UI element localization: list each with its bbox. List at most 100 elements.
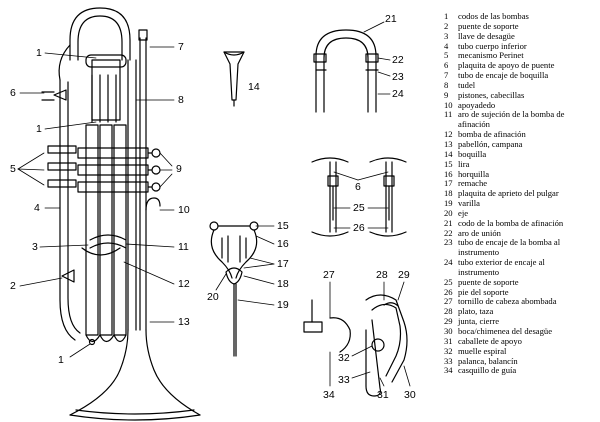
legend-item: 28 plato, taza xyxy=(444,306,600,317)
callout-15: 15 xyxy=(277,220,289,232)
legend-text: codo de la bomba de afinación xyxy=(458,217,564,228)
callout-8: 8 xyxy=(178,94,184,106)
legend-number: 27 xyxy=(444,296,453,307)
callout-1-top: 1 xyxy=(36,47,42,59)
callout-30: 30 xyxy=(404,389,416,401)
callout-9: 9 xyxy=(176,163,182,175)
legend-item: 12 bomba de afinación xyxy=(444,129,600,140)
legend-text: aro de sujeción de la bomba de xyxy=(458,109,565,120)
callout-4: 4 xyxy=(34,202,40,214)
legend-number: 8 xyxy=(444,79,449,90)
legend-text: tubo de encaje de boquilla xyxy=(458,70,549,81)
legend-number: 19 xyxy=(444,198,453,209)
legend-number: 30 xyxy=(444,326,453,336)
callout-7: 7 xyxy=(178,41,184,53)
legend-text: llave de desagüe xyxy=(458,30,515,41)
legend-number: 3 xyxy=(444,30,449,41)
legend-number: 6 xyxy=(444,60,449,71)
legend-text: tubo exterior de encaje al xyxy=(458,257,545,268)
callout-27: 27 xyxy=(323,269,335,281)
callout-6-brace: 6 xyxy=(355,181,361,193)
legend-text: junta, cierre xyxy=(458,316,500,327)
legend-number: 15 xyxy=(444,158,453,169)
legend-text: aro de unión xyxy=(458,227,501,238)
legend-number: 4 xyxy=(444,40,449,51)
callout-6: 6 xyxy=(10,87,16,99)
legend-number: 31 xyxy=(444,335,453,346)
legend-number: 33 xyxy=(444,355,453,366)
legend-number: 28 xyxy=(444,306,453,317)
legend-number: 12 xyxy=(444,129,453,140)
callout-20: 20 xyxy=(207,291,219,303)
water-key-drawing xyxy=(303,294,408,397)
legend-text: eje xyxy=(458,207,469,218)
legend-text: plaquita de apoyo de puente xyxy=(458,60,555,71)
legend-text: puente de soporte xyxy=(458,20,519,31)
legend-text: horquilla xyxy=(458,168,490,179)
legend-item: 2 puente de soporte xyxy=(444,20,600,32)
legend-item: 4 tubo cuerpo inferior xyxy=(444,40,600,52)
legend-text: mecanismo Perinet xyxy=(458,50,524,61)
legend-number: 21 xyxy=(444,217,453,228)
legend-text: tubo cuerpo inferior xyxy=(458,40,527,51)
legend-text: boca/chimenea del desagüe xyxy=(458,326,553,336)
callout-11: 11 xyxy=(178,241,189,253)
callout-13: 13 xyxy=(178,316,190,328)
legend-number: 25 xyxy=(444,276,453,287)
legend-text: tubo de encaje de la bomba al xyxy=(458,237,561,248)
legend-text: pistones, cabecillas xyxy=(458,89,525,100)
lyre-drawing xyxy=(209,221,259,357)
mouthpiece-drawing xyxy=(223,51,245,107)
callout-18: 18 xyxy=(277,278,289,290)
legend-text: remache xyxy=(458,178,488,189)
legend-item: 27 tornillo de cabeza abombada xyxy=(444,297,600,307)
legend-number: 1 xyxy=(444,11,449,21)
callout-2: 2 xyxy=(10,280,16,292)
legend-text: tornillo de cabeza abombada xyxy=(458,296,557,307)
legend-number: 2 xyxy=(444,20,449,31)
legend-item: 3 llave de desagüe xyxy=(444,30,600,42)
legend-number: 11 xyxy=(444,109,453,120)
legend-number: 32 xyxy=(444,345,453,356)
legend-text: bomba de afinación xyxy=(458,129,526,140)
legend-text: plato, taza xyxy=(458,306,494,317)
legend-text: pabellón, campana xyxy=(458,138,523,149)
legend-text: tudel xyxy=(458,79,476,90)
callout-16: 16 xyxy=(277,238,289,250)
callout-26: 26 xyxy=(353,222,365,234)
callout-14: 14 xyxy=(248,81,260,93)
callout-17: 17 xyxy=(277,258,289,270)
callout-1-bottom: 1 xyxy=(58,354,64,366)
legend-number: 24 xyxy=(444,257,453,268)
legend-text: puente de soporte xyxy=(458,276,519,287)
legend-text: varilla xyxy=(458,198,480,209)
legend-number: 14 xyxy=(444,148,453,159)
legend-number: 9 xyxy=(444,89,449,100)
callout-12: 12 xyxy=(178,278,190,290)
legend-item: 8 tudel xyxy=(444,79,600,91)
support-brace-drawing xyxy=(311,157,407,237)
legend-text-continued: afinación xyxy=(458,119,490,130)
callout-31: 31 xyxy=(377,389,389,401)
callout-10: 10 xyxy=(178,204,190,216)
legend-number: 23 xyxy=(444,237,453,248)
callout-22: 22 xyxy=(392,54,404,66)
trumpet-drawing xyxy=(41,7,201,421)
callout-25: 25 xyxy=(353,202,365,214)
tuning-slide-drawing xyxy=(313,29,379,113)
